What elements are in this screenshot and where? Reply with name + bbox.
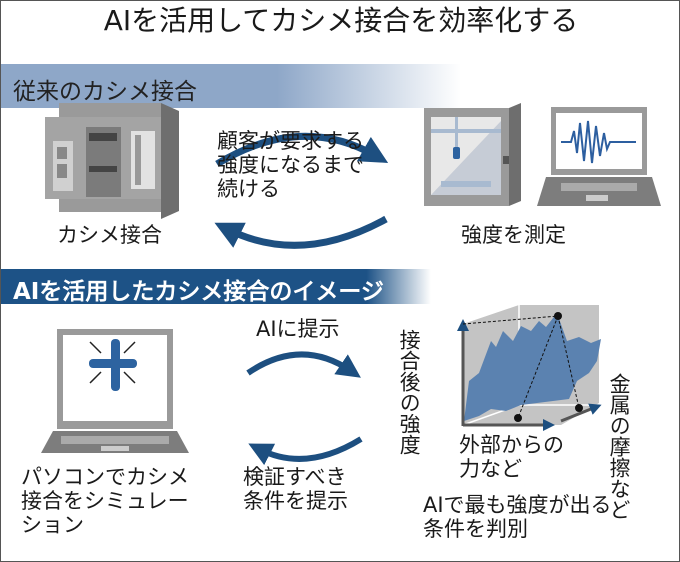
measure-label: 強度を測定 [461, 223, 566, 247]
arrow-from-ai-icon [248, 436, 363, 466]
section-heading: 従来のカシメ接合 [13, 79, 197, 105]
optimum-point [554, 312, 562, 320]
chart-axis-x-label: 外部からの 力など [459, 433, 564, 482]
tensile-tester-icon [424, 103, 521, 206]
from-ai-label: 検証すべき 条件を提示 [243, 465, 348, 514]
title: AIを活用してカシメ接合を効率化する [103, 4, 579, 37]
section-heading: AIを活用したカシメ接合のイメージ [13, 279, 384, 305]
ai-result-label: AIで最も強度が出る 条件を判別 [423, 493, 612, 542]
arrow-to-ai-icon [246, 351, 361, 378]
loop-description: 顧客が要求する 強度になるまで 続ける [217, 129, 364, 202]
caulking-label: カシメ接合 [57, 223, 162, 247]
chart-axis-y-label: 接合後の強度 [397, 329, 422, 455]
section-conventional-header: 従来のカシメ接合 [1, 64, 461, 108]
section-ai-header: AIを活用したカシメ接合のイメージ [1, 269, 431, 305]
laptop-simulation-icon [41, 329, 189, 453]
simulation-label: パソコンでカシメ 接合をシミュレー ション [21, 465, 189, 538]
to-ai-label: AIに提示 [256, 317, 340, 341]
chart-axis-z-label: 金属の摩擦など [607, 373, 632, 520]
3d-strength-chart [457, 305, 602, 431]
strength-surface [464, 313, 601, 421]
arrow-forward-icon [215, 132, 389, 167]
arrow-back-icon [214, 215, 388, 249]
caulking-machine-icon [45, 103, 179, 219]
laptop-waveform-icon [537, 107, 661, 206]
